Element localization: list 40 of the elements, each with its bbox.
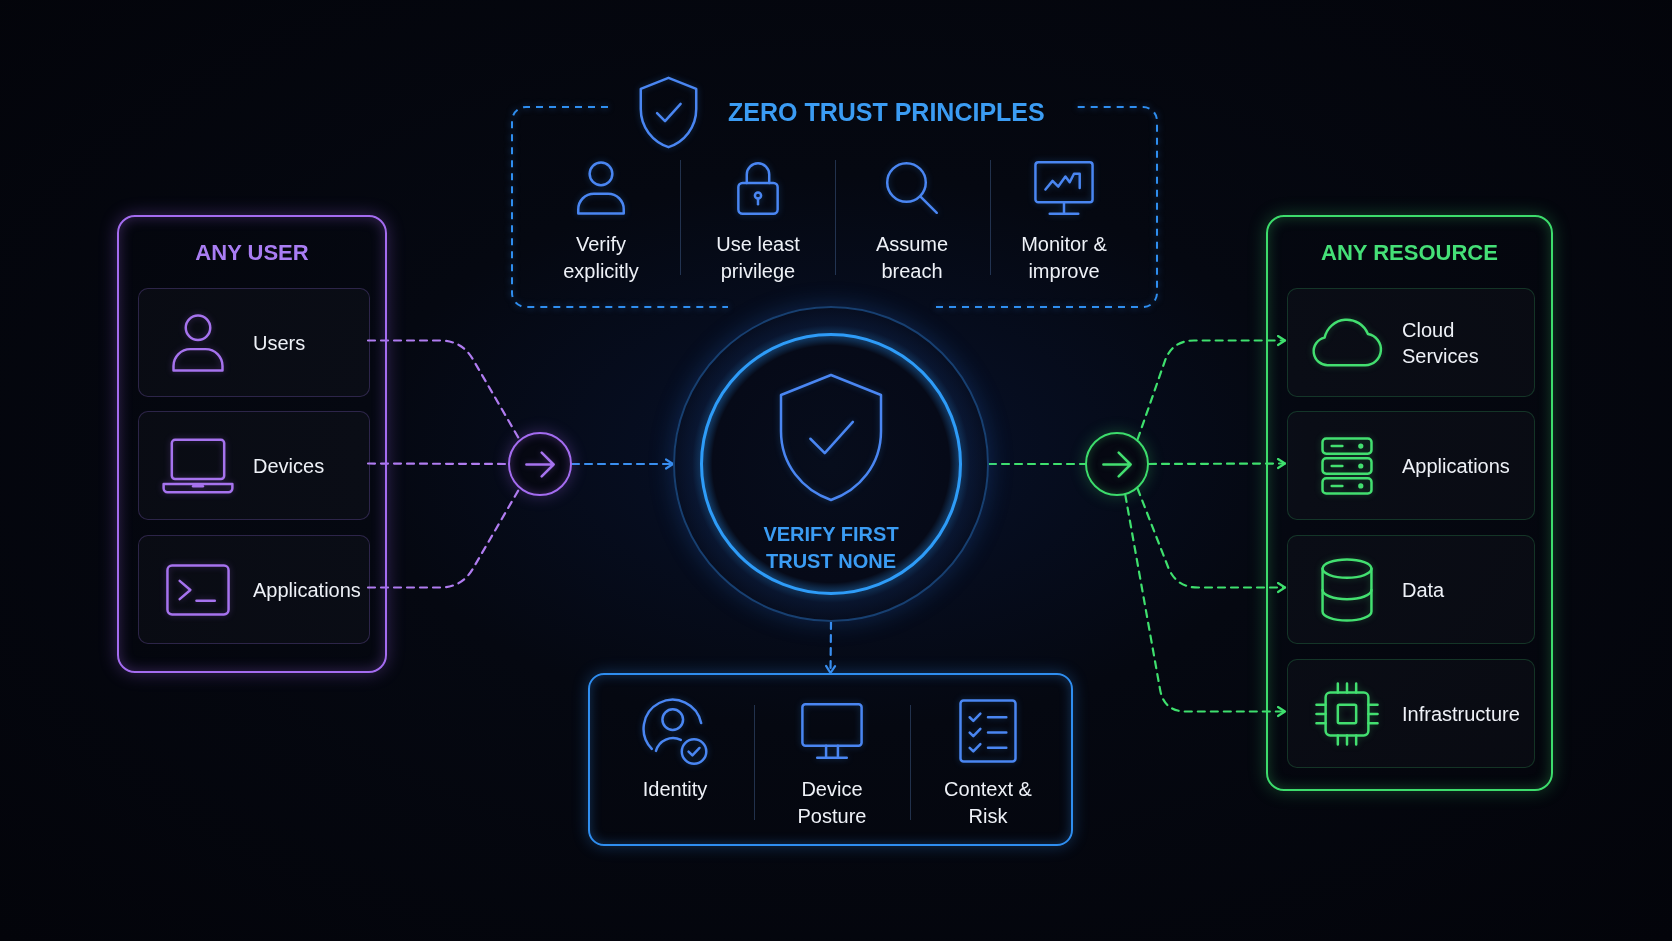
card-label: Cloud Services [1402, 317, 1480, 369]
card-label: Devices [253, 453, 325, 479]
item-label: Context & Risk [943, 777, 1033, 829]
verification-panel [588, 673, 1073, 846]
junction-circle [1085, 432, 1149, 496]
card-label: Applications [253, 577, 361, 603]
card-label: Users [253, 330, 306, 356]
resource-card [1287, 535, 1535, 644]
item-label: Monitor & improve [1020, 232, 1108, 284]
dashed-arrow [824, 620, 837, 675]
user-panel [117, 215, 387, 673]
dashed-arrow [1124, 493, 1287, 718]
item-label: Verify explicitly [562, 232, 640, 284]
dashed-arrow [570, 458, 675, 470]
card-label: Infrastructure [1402, 701, 1520, 727]
dashed-arrow [1136, 334, 1287, 441]
panel-title: ANY RESOURCE [1321, 239, 1498, 267]
dashed-connector-line [987, 462, 1087, 466]
resource-panel [1266, 215, 1553, 791]
item-label: Use least privilege [715, 232, 801, 284]
resource-card [1287, 659, 1535, 768]
principles-panel [511, 75, 1158, 308]
item-label: Assume breach [874, 232, 950, 284]
card-label: Data [1402, 577, 1445, 603]
junction-circle [508, 432, 572, 496]
source-card [138, 288, 370, 397]
principles-title: ZERO TRUST PRINCIPLES [728, 97, 1045, 127]
source-card [138, 411, 370, 520]
source-card [138, 535, 370, 644]
item-label: Identity [642, 777, 708, 802]
dashed-arrow [1136, 487, 1287, 594]
item-label: Device Posture [796, 777, 868, 829]
resource-card [1287, 411, 1535, 520]
panel-title: ANY USER [195, 239, 309, 267]
dashed-arrow [1147, 457, 1287, 470]
card-label: Applications [1402, 453, 1510, 479]
dashed-connector-line [366, 339, 521, 441]
hub-label: VERIFY FIRST TRUST NONE [762, 522, 900, 574]
dashed-connector-line [366, 487, 521, 589]
resource-card [1287, 288, 1535, 397]
